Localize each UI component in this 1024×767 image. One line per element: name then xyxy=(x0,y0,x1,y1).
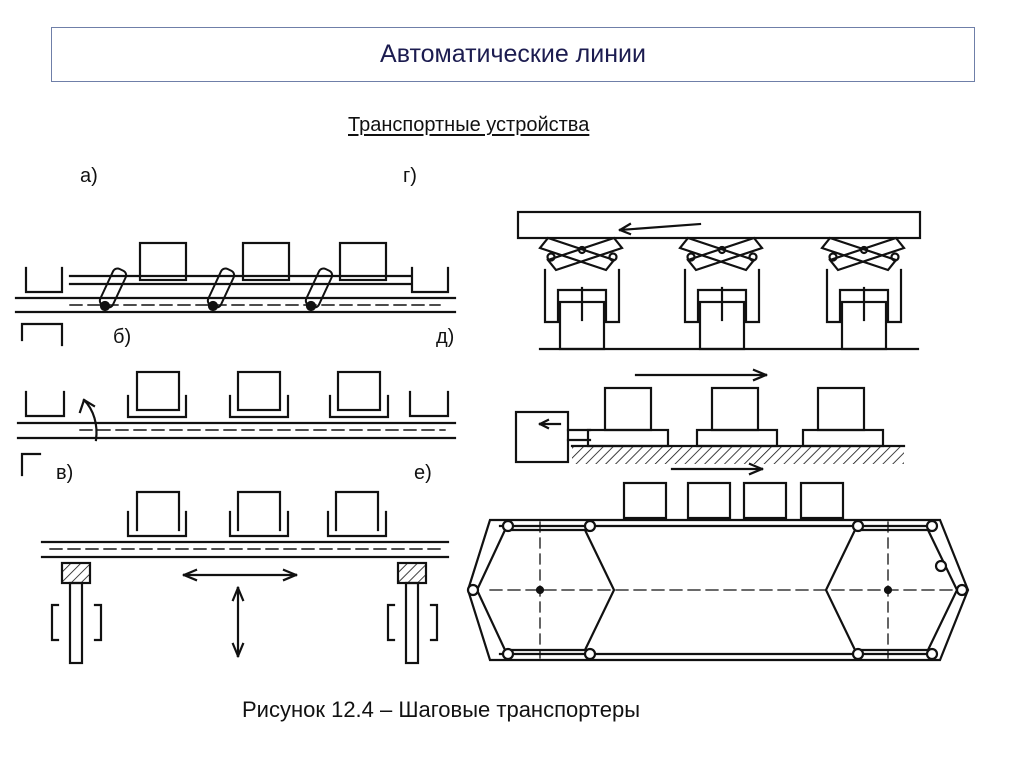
diagram-d xyxy=(514,368,906,464)
diagram-a xyxy=(14,241,457,347)
diagram-v xyxy=(40,490,450,665)
label-b: б) xyxy=(113,326,132,348)
label-v: в) xyxy=(56,462,74,484)
slide-title: Автоматические линии xyxy=(380,40,646,68)
label-a: а) xyxy=(80,165,98,187)
label-g: г) xyxy=(403,165,417,187)
gripper-unit xyxy=(678,236,764,351)
figure-caption: Рисунок 12.4 – Шаговые транспортеры xyxy=(242,697,641,722)
diagram-e xyxy=(466,462,970,662)
diagram-b xyxy=(16,370,457,477)
label-e: е) xyxy=(414,462,432,484)
gripper-unit xyxy=(820,236,906,351)
label-d: д) xyxy=(436,326,455,348)
slide-title-box: Автоматические линии xyxy=(51,27,975,82)
workpiece xyxy=(241,241,291,282)
diagram-g xyxy=(516,210,922,351)
gripper-unit xyxy=(538,236,624,351)
workpiece xyxy=(338,241,388,282)
workpiece xyxy=(138,241,188,282)
slide-subtitle: Транспортные устройства xyxy=(348,114,590,136)
